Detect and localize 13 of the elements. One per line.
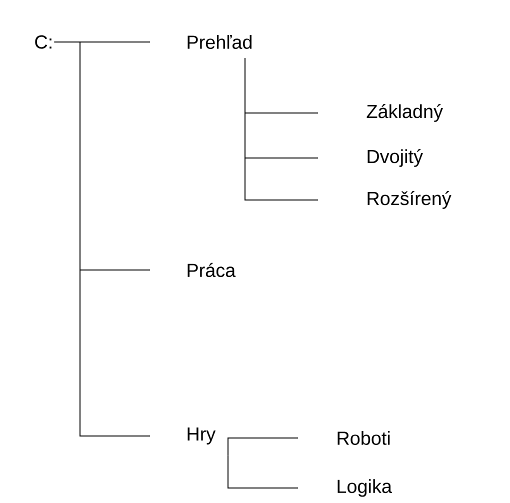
tree-label: Dvojitý [368,149,423,167]
tree-label: C: [35,35,52,49]
tree-label: Práca [188,262,236,278]
tree-line [228,438,298,456]
tree-label: Rozšírený [368,191,452,209]
tree-label: Prehľad [188,35,252,49]
tree-label: Roboti [338,431,390,445]
tree-line [228,455,298,488]
tree-label: Logika [338,479,392,497]
tree-line [244,58,318,200]
tree-label: Základný [366,104,443,122]
tree-label: Hry [188,428,216,444]
tree-line [54,42,150,436]
